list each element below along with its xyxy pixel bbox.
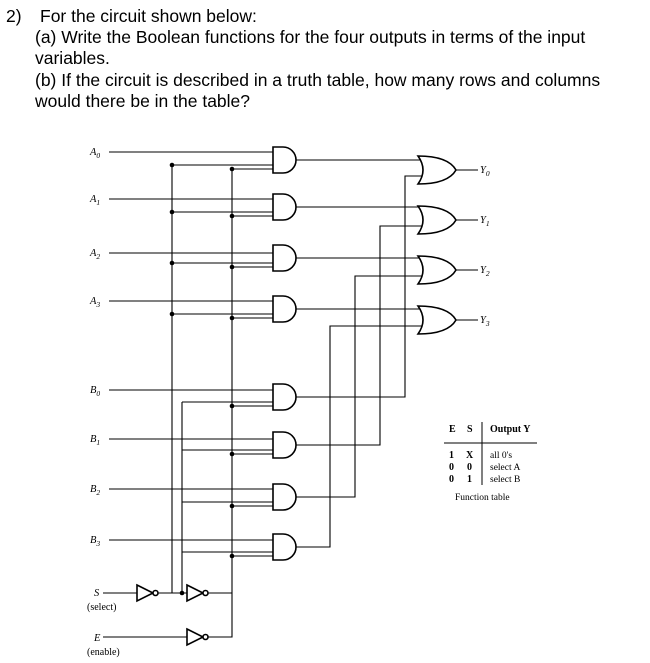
or-gate-2 [416,255,457,285]
junction-s [179,590,185,596]
wire-and-b-to-or-3 [296,325,424,548]
and-gate-b2 [272,483,297,511]
inverter-enable [186,627,205,647]
input-label-a3: A3 [89,296,100,309]
select-label: S [94,588,100,599]
input-label-b2: B2 [90,484,100,497]
junction-sel-a3 [169,311,175,317]
wire-and-b-to-or-1 [296,225,424,446]
and-gate-b0 [272,383,297,411]
input-label-a0: A0 [89,147,100,160]
table-caption: Function table [455,493,510,503]
and-gate-b1 [272,431,297,459]
table-cell-r1-s: X [466,450,474,461]
wire-and-b-to-or-2 [296,275,424,498]
input-label-a1: A1 [89,194,100,207]
inverter-select-2-bubble [202,589,209,597]
and-gate-a1 [272,193,297,221]
input-label-a2: A2 [89,248,100,261]
inverter-select-2 [186,583,205,603]
table-cell-r2-e: 0 [449,462,454,473]
junction-en-b1 [229,451,235,457]
output-label-y0: Y0 [480,165,490,178]
junction-en-a0 [229,166,235,172]
junction-en-b0 [229,403,235,409]
question-line-5: would there be in the table? [35,91,251,111]
question-number: 2) [6,6,22,26]
table-header-e: E [449,424,456,435]
select-caption: (select) [87,602,116,613]
junction-en-b3 [229,553,235,559]
question-line-4: (b) If the circuit is described in a tru… [35,70,601,90]
input-label-b0: B0 [90,385,100,398]
table-cell-r3-s: 1 [467,474,472,485]
table-cell-r2-s: 0 [467,462,472,473]
junction-en-b2 [229,503,235,509]
table-cell-r1-e: 1 [449,450,454,461]
wire-e-vertical [208,169,233,638]
question-line-2: (a) Write the Boolean functions for the … [35,27,586,47]
junction-en-a2 [229,264,235,270]
junction-en-a1 [229,213,235,219]
wire-and-a-to-or-0 [296,159,424,165]
input-label-b3: B3 [90,535,100,548]
and-gate-a0 [272,146,297,174]
inverter-enable-bubble [202,633,209,641]
enable-caption: (enable) [87,647,120,658]
function-table: E S Output Y 1 X all 0's 0 0 select A 0 … [444,422,537,503]
wire-and-b-to-or-0 [296,175,424,398]
or-gate-1 [416,205,457,235]
input-label-b1: B1 [90,434,100,447]
output-label-y3: Y3 [480,315,490,328]
and-gate-b3 [272,533,297,561]
table-header-s: S [467,424,473,435]
question-line-1: For the circuit shown below: [40,6,257,26]
or-gate-0 [416,155,457,185]
junction-sel-a1 [169,209,175,215]
junction-sel-a2 [169,260,175,266]
inverter-select [136,583,155,603]
or-gate-3 [416,305,457,335]
output-label-y2: Y2 [480,265,490,278]
table-cell-r2-y: select A [490,463,520,473]
question-line-3: variables. [35,48,110,68]
output-label-y1: Y1 [480,215,490,228]
inverter-select-bubble [152,589,159,597]
and-gate-a3 [272,295,297,323]
table-header-output: Output Y [490,424,531,435]
table-cell-r3-e: 0 [449,474,454,485]
junction-sel-a0 [169,162,175,168]
junction-en-a3 [229,315,235,321]
table-cell-r1-y: all 0's [490,451,512,461]
and-gate-a2 [272,244,297,272]
table-cell-r3-y: select B [490,475,520,485]
enable-label: E [93,633,101,644]
